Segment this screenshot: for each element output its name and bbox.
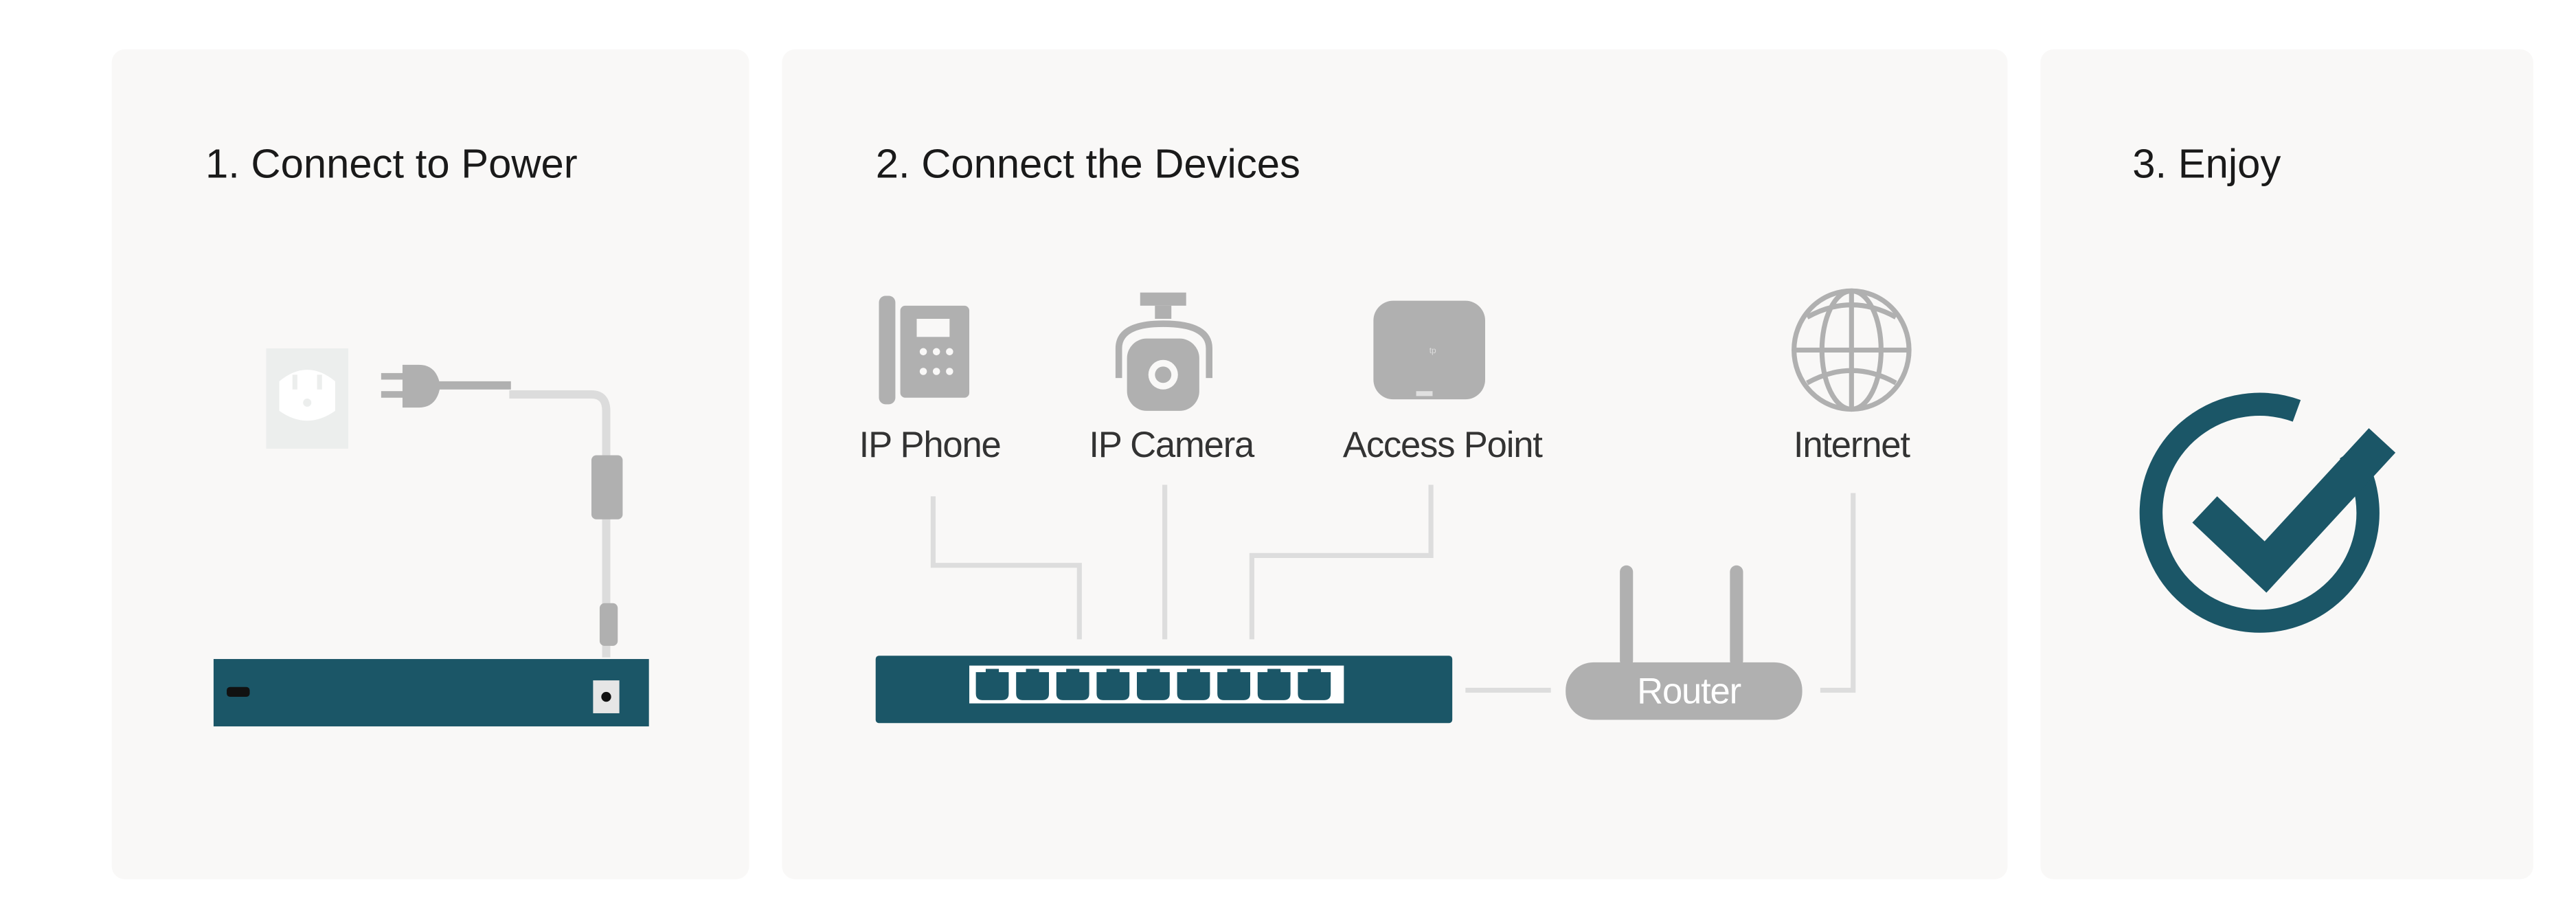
router-label: Router: [1637, 670, 1741, 712]
ip-camera-icon: [1115, 292, 1213, 411]
ethernet-port: [1136, 669, 1170, 700]
svg-text:tp: tp: [1430, 346, 1436, 355]
power-outlet-icon: [266, 348, 349, 449]
step-2-title: 2. Connect the Devices: [875, 141, 1300, 188]
step-panel-enjoy: [2040, 49, 2533, 880]
internet-label: Internet: [1793, 424, 1910, 465]
check-circle-icon: [2139, 392, 2396, 633]
access-point-label: Access Point: [1342, 424, 1543, 465]
ethernet-port: [1056, 669, 1089, 700]
ethernet-port: [1177, 669, 1210, 700]
step-3-title: 3. Enjoy: [2132, 141, 2281, 188]
power-plug-icon: [381, 364, 511, 408]
router-icon: [1566, 565, 1803, 720]
switch-icon: [875, 656, 1453, 724]
dc-connector: [599, 603, 618, 646]
ethernet-port: [1016, 669, 1050, 700]
ferrite-core: [591, 455, 623, 520]
ethernet-port: [1298, 669, 1331, 700]
ip-camera-label: IP Camera: [1089, 424, 1254, 465]
ethernet-port: [975, 669, 1009, 700]
access-point-icon: tp: [1373, 300, 1486, 400]
ethernet-port: [1257, 669, 1291, 700]
ip-phone-icon: [879, 295, 970, 405]
step-panel-devices: [782, 49, 2008, 880]
ip-phone-label: IP Phone: [859, 424, 1002, 465]
step-panel-power: [111, 49, 749, 880]
connection-lines: [930, 484, 1856, 693]
globe-icon: [1792, 288, 1912, 412]
step-1-title: 1. Connect to Power: [205, 141, 578, 188]
power-cable: [509, 390, 611, 658]
switch-icon: [213, 659, 649, 727]
ethernet-port: [1217, 669, 1251, 700]
ethernet-port: [1096, 669, 1130, 700]
